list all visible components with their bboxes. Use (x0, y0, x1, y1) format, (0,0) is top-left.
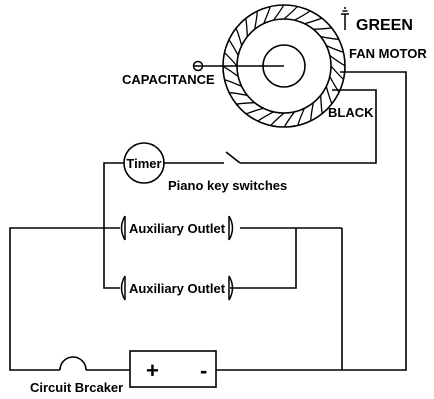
fan-blade (330, 65, 344, 80)
fan-blade (329, 54, 346, 67)
fan-blade (270, 112, 285, 126)
fan-blade (224, 52, 238, 67)
black-label: BLACK (328, 105, 374, 120)
minus-sign: - (200, 358, 207, 383)
fan-blade (257, 111, 274, 122)
fan-blade (283, 6, 298, 20)
fan-blade (229, 92, 248, 96)
auxiliary-outlet-1 (120, 215, 234, 241)
fan-blade (224, 79, 242, 87)
auxiliary-outlet-2-label: Auxiliary Outlet (129, 281, 226, 296)
fan-motor-icon (222, 4, 346, 128)
fan-blade (313, 27, 332, 30)
fan-blade (325, 86, 333, 105)
fan-blade (310, 102, 314, 121)
green-label: GREEN (356, 17, 413, 34)
fan-blade (222, 65, 239, 78)
fan-blade (254, 11, 258, 30)
fan-blade (272, 4, 285, 21)
fan-blade (236, 102, 255, 105)
wiring (9, 71, 407, 371)
fan-blade (304, 17, 323, 25)
timer-circle (123, 142, 165, 184)
power-source-box (129, 350, 217, 388)
fan-blade (283, 111, 296, 128)
fan-blade (320, 36, 339, 40)
capacitor-terminal-icon (192, 60, 284, 72)
fan-blade (297, 108, 305, 126)
fan-blade (235, 27, 243, 46)
fan-motor-label: FAN MOTOR (349, 46, 427, 61)
plus-sign: + (146, 358, 159, 383)
timer-label: Timer (126, 156, 161, 171)
fan-blade (263, 6, 271, 24)
auxiliary-outlet-2 (120, 275, 234, 301)
fan-blade (245, 18, 248, 37)
ground-symbol-icon (341, 7, 349, 30)
circuit-breaker-symbol (59, 356, 87, 371)
auxiliary-outlet-1-label: Auxiliary Outlet (129, 221, 226, 236)
fan-blade (320, 95, 323, 114)
piano-key-switches-label: Piano key switches (168, 178, 287, 193)
fan-blade (294, 10, 311, 21)
fan-blade (326, 45, 344, 53)
fan-blade (228, 39, 239, 56)
circuit-breaker-label: Circuit Brcaker (30, 380, 123, 394)
fan-blade (329, 76, 340, 93)
fan-blade (245, 107, 264, 115)
capacitance-label: CAPACITANCE (122, 72, 215, 87)
